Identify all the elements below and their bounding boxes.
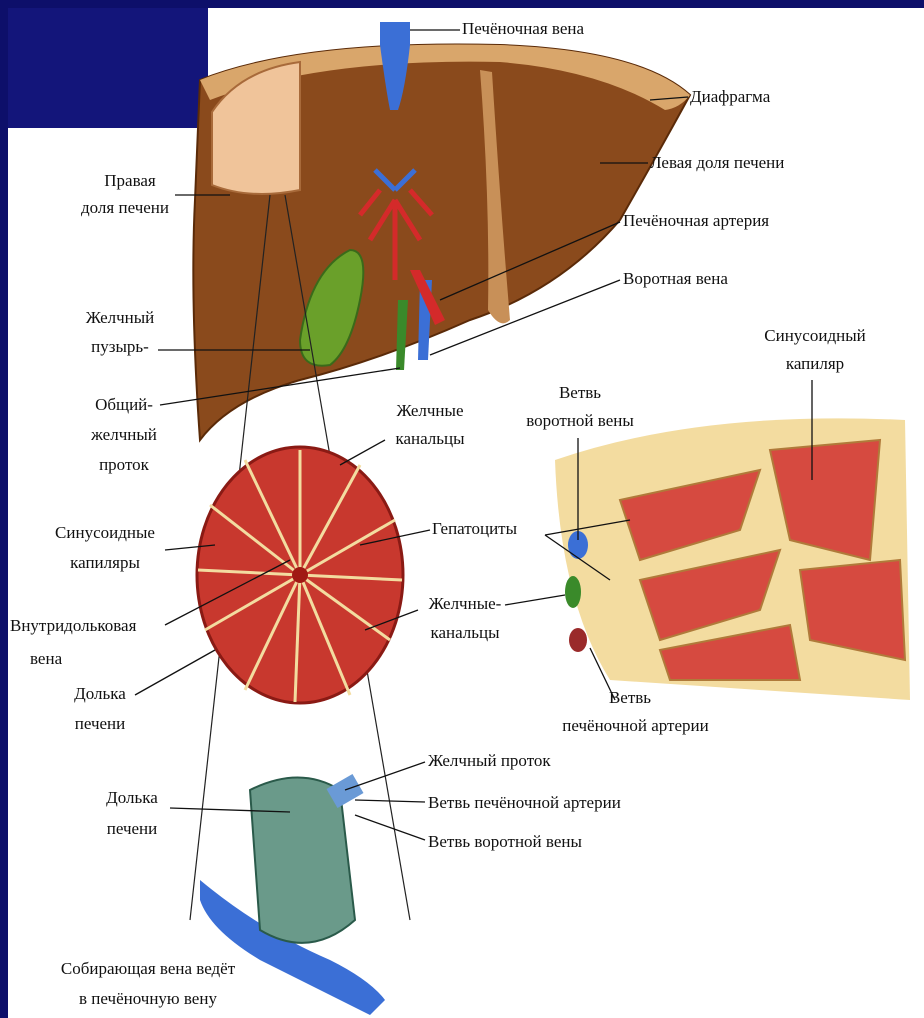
label-hepatic-artery: Печёночная артерия	[623, 210, 769, 231]
label-central-vein-line2: вена	[30, 648, 62, 669]
label-common-duct-line3: проток	[84, 454, 164, 475]
label-hepatocytes: Гепатоциты	[432, 518, 517, 539]
label-lobule-line1: Долька	[60, 683, 140, 704]
label-bile-canaliculi-top-line2: канальцы	[385, 428, 475, 449]
label-common-duct-line2: желчный	[84, 424, 164, 445]
label-portal-branch-line1: Ветвь	[530, 382, 630, 403]
label-collecting-vein-line2: в печёночную вену	[28, 988, 268, 1009]
label-lobule-line2: печени	[60, 713, 140, 734]
sinusoid-tissue	[555, 418, 910, 700]
label-common-duct-line1: Общий-	[84, 394, 164, 415]
label-artery-branch-line1: Ветвь	[590, 687, 670, 708]
label-bile-canaliculi-top-line1: Желчные	[385, 400, 475, 421]
label-sinusoid-capillary-line1: Синусоидный	[755, 325, 875, 346]
label-gallbladder-line2: пузырь-	[72, 336, 168, 357]
label-portal-branch-line2: воротной вены	[510, 410, 650, 431]
label-lobule-bottom-line2: печени	[92, 818, 172, 839]
label-lobule-bottom-line1: Долька	[92, 787, 172, 808]
label-central-vein-line1: Внутридольковая	[10, 615, 136, 636]
lobule-cross-section	[197, 447, 403, 703]
label-bile-canaliculi-bottom-line2: канальцы	[415, 622, 515, 643]
label-portal-vein: Воротная вена	[623, 268, 728, 289]
label-portal-branch-lobule: Ветвь воротной вены	[428, 831, 582, 852]
label-right-lobe-line1: Правая	[80, 170, 180, 191]
liver-illustration	[193, 22, 690, 440]
label-sinusoid-capillaries-line1: Синусоидные	[40, 522, 170, 543]
label-artery-branch-lobule: Ветвь печёночной артерии	[428, 792, 621, 813]
label-bile-canaliculi-bottom-line1: Желчные-	[415, 593, 515, 614]
label-gallbladder-line1: Желчный	[72, 307, 168, 328]
label-diaphragm: Диафрагма	[690, 86, 770, 107]
label-bile-duct: Желчный проток	[428, 750, 551, 771]
label-sinusoid-capillary-line2: капиляр	[765, 353, 865, 374]
label-hepatic-vein: Печёночная вена	[462, 18, 584, 39]
label-right-lobe-line2: доля печени	[70, 197, 180, 218]
label-left-lobe: Левая доля печени	[650, 152, 784, 173]
label-sinusoid-capillaries-line2: капиляры	[40, 552, 170, 573]
label-collecting-vein-line1: Собирающая вена ведёт	[18, 958, 278, 979]
label-artery-branch-line2: печёночной артерии	[548, 715, 723, 736]
